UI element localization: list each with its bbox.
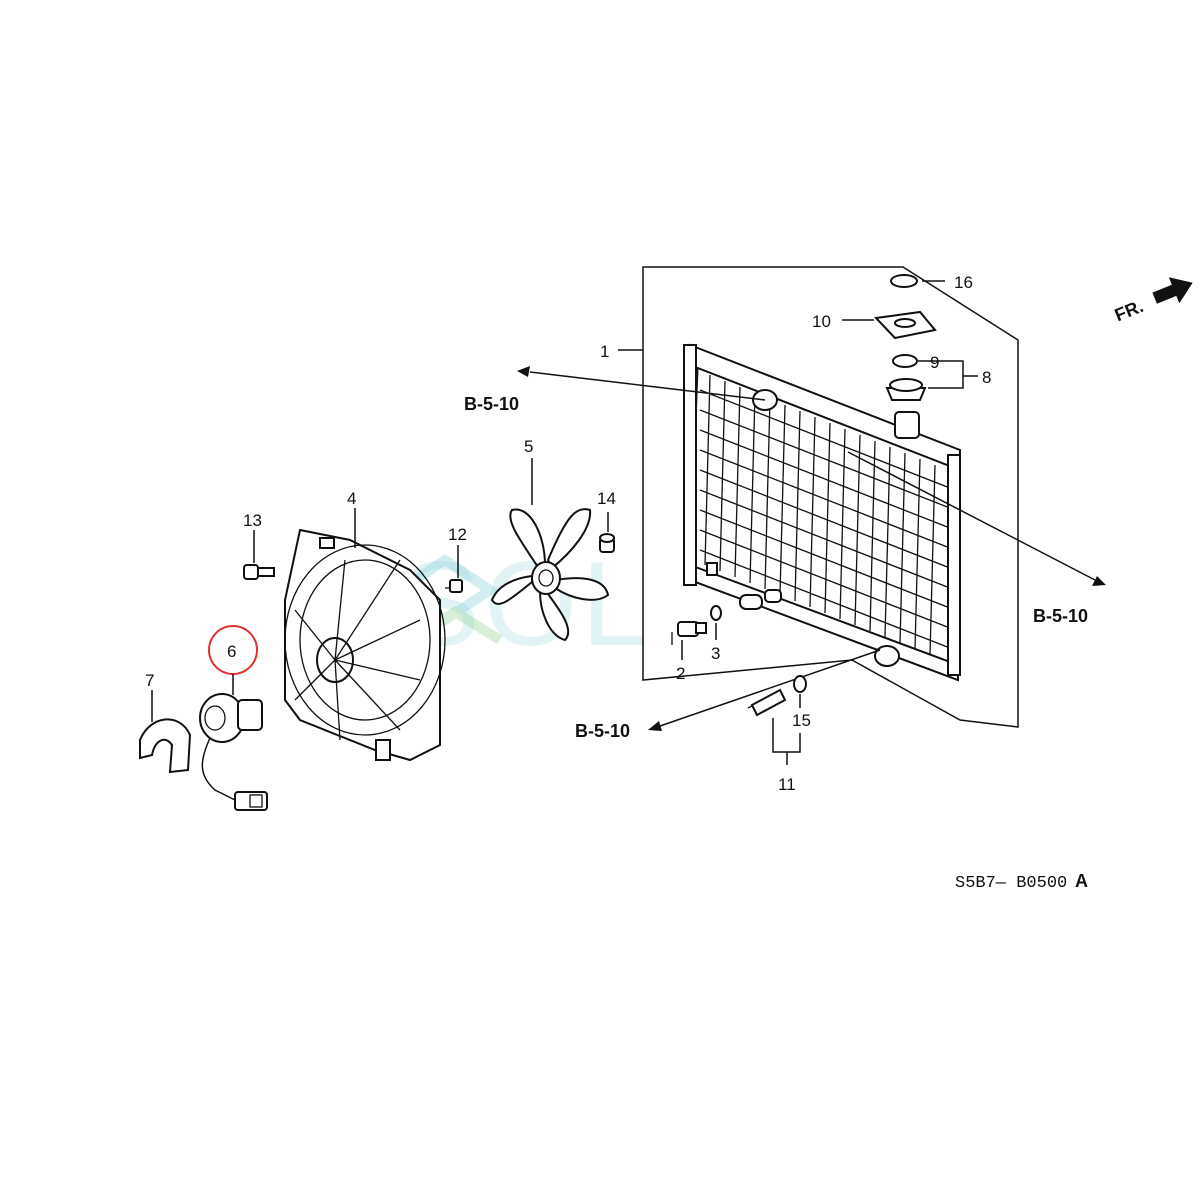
ref-arrow-lower (659, 649, 881, 727)
part-9-gasket (892, 354, 918, 368)
part-7-bracket (139, 718, 192, 774)
callout-16: 16 (954, 273, 973, 292)
bracket-11 (772, 718, 801, 765)
radiator (683, 343, 962, 682)
diagram-code: S5B7— B0500 (955, 874, 1067, 893)
fr-arrow-icon (1152, 277, 1193, 304)
callout-15: 15 (792, 711, 811, 730)
callout-12: 12 (448, 525, 467, 544)
ref-lower: B-5-10 (575, 721, 630, 741)
callout-8: 8 (982, 368, 991, 387)
part-15-washer (793, 675, 807, 693)
callout-3: 3 (711, 644, 720, 663)
radiator-core (699, 374, 956, 656)
fr-label: FR. (1112, 296, 1146, 325)
part-16-seal (890, 274, 918, 288)
radiator-frame (642, 266, 1019, 728)
ref-upper-left: B-5-10 (464, 394, 519, 414)
ref-right: B-5-10 (1033, 606, 1088, 626)
callout-5: 5 (524, 437, 533, 456)
callout-4: 4 (347, 489, 356, 508)
callout-9: 9 (930, 353, 939, 372)
bracket-8 (928, 360, 978, 389)
cap-assembly (873, 274, 937, 401)
callout-7: 7 (145, 671, 154, 690)
part-5-fan (490, 508, 610, 642)
callout-13: 13 (243, 511, 262, 530)
callout-6: 6 (227, 642, 236, 661)
ref-arrow-upper (529, 371, 766, 401)
front-direction-indicator: FR. (1112, 277, 1193, 325)
part-2-drain-plug (671, 621, 707, 645)
part-13-bolt (243, 564, 275, 580)
callout-2: 2 (676, 664, 685, 683)
ref-arrow-right (847, 451, 1096, 581)
part-11-sensor (747, 688, 787, 717)
diagram-code-suffix: A (1075, 871, 1088, 891)
watermark: SOL (400, 537, 652, 671)
part-12-bolt (445, 579, 463, 593)
part-14-nut (599, 533, 615, 553)
callout-14: 14 (597, 489, 616, 508)
part-3-washer (710, 605, 722, 621)
callout-10: 10 (812, 312, 831, 331)
callout-1: 1 (600, 342, 609, 361)
callout-11: 11 (778, 775, 796, 794)
part-4-shroud (284, 528, 446, 762)
part-6-fan-motor (199, 693, 268, 811)
